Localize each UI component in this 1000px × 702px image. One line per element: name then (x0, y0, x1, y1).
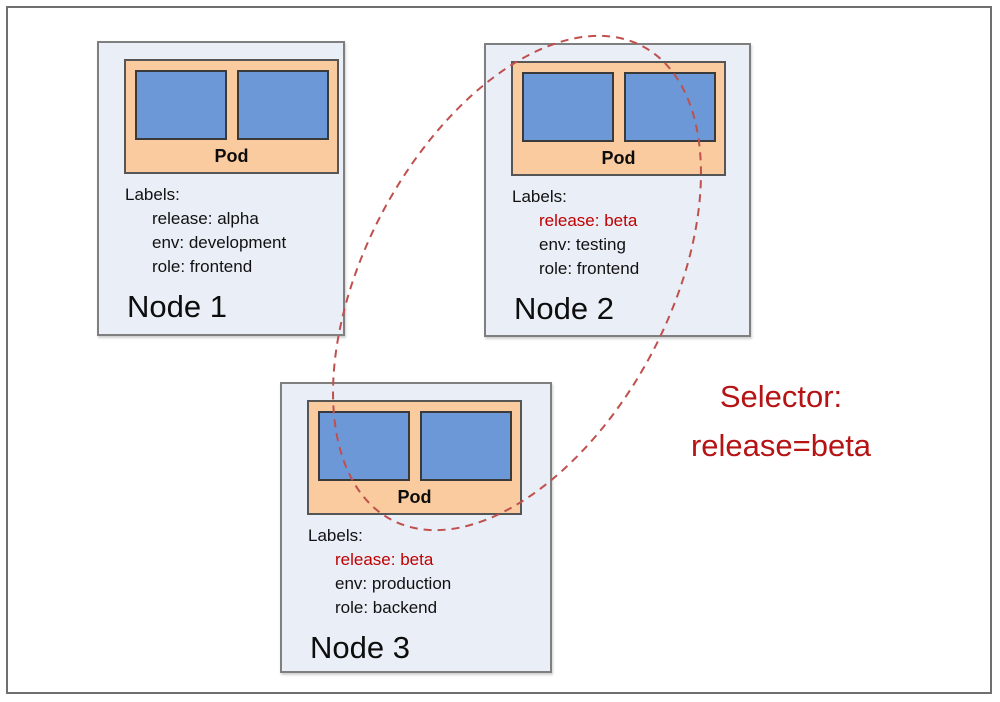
labels-heading: Labels: (512, 187, 567, 206)
label-line: role: frontend (539, 259, 640, 278)
container-box (522, 72, 614, 142)
pod: Pod (511, 61, 726, 176)
pod: Pod (124, 59, 339, 174)
label-line: release: beta (539, 211, 638, 230)
node-title: Node 1 (127, 289, 227, 324)
label-line: role: backend (335, 598, 438, 617)
selector-caption-line1: Selector: (719, 379, 843, 414)
label-line: env: production (335, 574, 452, 593)
node-3: Pod Labels: release: beta env: productio… (280, 382, 552, 673)
node-1: Pod Labels: release: alpha env: developm… (97, 41, 345, 336)
labels-heading: Labels: (125, 185, 180, 204)
container-box (237, 70, 329, 140)
selector-caption: Selector: release=beta (650, 372, 912, 470)
label-line: role: frontend (152, 257, 253, 276)
labels-heading: Labels: (308, 526, 363, 545)
node-title: Node 3 (310, 630, 410, 665)
container-box (318, 411, 410, 481)
label-line: env: testing (539, 235, 626, 254)
label-line: env: development (152, 233, 287, 252)
label-line: release: beta (335, 550, 434, 569)
pod-label: Pod (397, 487, 432, 507)
pod: Pod (307, 400, 522, 515)
pod-label: Pod (214, 146, 249, 166)
container-box (135, 70, 227, 140)
node-2: Pod Labels: release: beta env: testing r… (484, 43, 751, 337)
node-title: Node 2 (514, 291, 614, 326)
container-box (420, 411, 512, 481)
selector-caption-line2: release=beta (690, 428, 872, 463)
label-line: release: alpha (152, 209, 259, 228)
container-box (624, 72, 716, 142)
pod-label: Pod (601, 148, 636, 168)
